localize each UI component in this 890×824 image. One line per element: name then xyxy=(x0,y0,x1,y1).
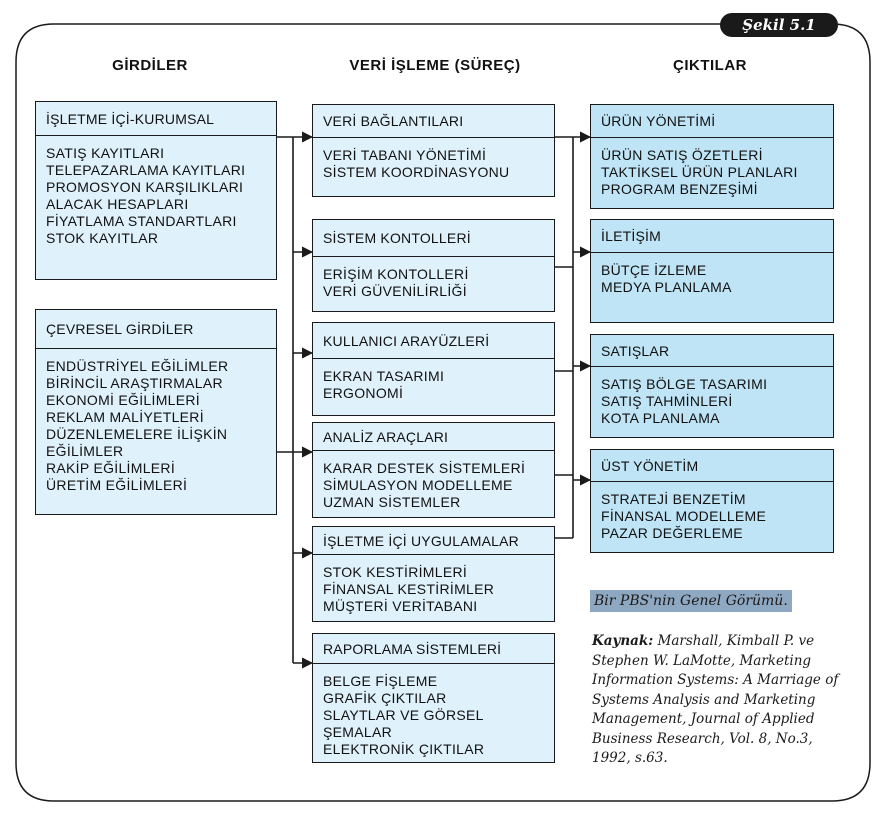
list-item: FİNANSAL MODELLEME xyxy=(601,508,767,524)
list-item: VERİ GÜVENİLİRLİĞİ xyxy=(323,283,467,299)
list-item: SATIŞ TAHMİNLERİ xyxy=(601,393,733,409)
source-line: Stephen W. LaMotte, Marketing xyxy=(592,652,812,669)
process-box-items: ERİŞİM KONTOLLERİ VERİ GÜVENİLİRLİĞİ xyxy=(313,257,554,300)
list-item: ERİŞİM KONTOLLERİ xyxy=(323,266,469,282)
source-line: Systems Analysis and Marketing xyxy=(592,691,816,708)
list-item: STOK KAYITLAR xyxy=(46,230,159,246)
input-box-environmental: ÇEVRESEL GİRDİLER ENDÜSTRİYEL EĞİLİMLER … xyxy=(35,309,277,515)
figure-tag: Şekil 5.1 xyxy=(720,13,838,37)
figure-frame xyxy=(15,23,871,802)
input-box-title: İŞLETME İÇİ-KURUMSAL xyxy=(36,102,276,136)
process-box-items: KARAR DESTEK SİSTEMLERİ SİMULASYON MODEL… xyxy=(313,451,554,511)
source-line: Business Research, Vol. 8, No.3, xyxy=(592,730,813,747)
list-item: VERİ TABANI YÖNETİMİ xyxy=(323,147,487,163)
output-box-title: SATIŞLAR xyxy=(591,335,833,367)
process-box-items: EKRAN TASARIMI ERGONOMİ xyxy=(313,359,554,402)
list-item: BELGE FİŞLEME xyxy=(323,673,438,689)
list-item: UZMAN SİSTEMLER xyxy=(323,494,461,510)
list-item: GRAFİK ÇIKTILAR xyxy=(323,690,447,706)
output-box-title: ÜST YÖNETİM xyxy=(591,450,833,482)
output-box-items: SATIŞ BÖLGE TASARIMI SATIŞ TAHMİNLERİ KO… xyxy=(591,367,833,427)
list-item: TAKTİKSEL ÜRÜN PLANLARI xyxy=(601,164,798,180)
list-item: FİNANSAL KESTİRİMLER xyxy=(323,581,495,597)
process-box-title: RAPORLAMA SİSTEMLERİ xyxy=(313,634,554,664)
list-item: DÜZENLEMELERE İLİŞKİN xyxy=(46,426,228,442)
list-item: ÜRETİM EĞİLİMLERİ xyxy=(46,477,188,493)
input-box-internal: İŞLETME İÇİ-KURUMSAL SATIŞ KAYITLARI TEL… xyxy=(35,101,277,280)
list-item: EKONOMİ EĞİLİMLERİ xyxy=(46,392,200,408)
list-item: BİRİNCİL ARAŞTIRMALAR xyxy=(46,375,223,391)
list-item: MEDYA PLANLAMA xyxy=(601,279,732,295)
list-item: PAZAR DEĞERLEME xyxy=(601,525,743,541)
list-item: KOTA PLANLAMA xyxy=(601,410,720,426)
output-box-top-management: ÜST YÖNETİM STRATEJİ BENZETİM FİNANSAL M… xyxy=(590,449,834,553)
list-item: ELEKTRONİK ÇIKTILAR xyxy=(323,741,485,757)
list-item: STOK KESTİRİMLERİ xyxy=(323,564,468,580)
source-line: Information Systems: A Marriage of xyxy=(592,672,839,688)
list-item: SATIŞ KAYITLARI xyxy=(46,145,165,161)
inputs-column-heading: GİRDİLER xyxy=(112,57,188,74)
output-box-title: İLETİŞİM xyxy=(591,220,833,253)
process-box-reporting-systems: RAPORLAMA SİSTEMLERİ BELGE FİŞLEME GRAFİ… xyxy=(312,633,555,763)
list-item: REKLAM MALİYETLERİ xyxy=(46,409,204,425)
list-item: TELEPAZARLAMA KAYITLARI xyxy=(46,162,246,178)
process-box-title: ANALİZ ARAÇLARI xyxy=(313,423,554,451)
process-box-title: KULLANICI ARAYÜZLERİ xyxy=(313,323,554,359)
process-box-analysis-tools: ANALİZ ARAÇLARI KARAR DESTEK SİSTEMLERİ … xyxy=(312,422,555,518)
source-line: 1992, s.63. xyxy=(592,750,668,766)
output-box-communication: İLETİŞİM BÜTÇE İZLEME MEDYA PLANLAMA xyxy=(590,219,834,323)
process-box-system-controls: SİSTEM KONTOLLERİ ERİŞİM KONTOLLERİ VERİ… xyxy=(312,219,555,312)
list-item: ERGONOMİ xyxy=(323,385,404,401)
outputs-column-heading: ÇIKTILAR xyxy=(673,57,747,74)
output-box-sales: SATIŞLAR SATIŞ BÖLGE TASARIMI SATIŞ TAHM… xyxy=(590,334,834,438)
list-item: SATIŞ BÖLGE TASARIMI xyxy=(601,376,768,392)
process-box-data-links: VERİ BAĞLANTILARI VERİ TABANI YÖNETİMİ S… xyxy=(312,104,555,197)
list-item: KARAR DESTEK SİSTEMLERİ xyxy=(323,460,526,476)
list-item: PROMOSYON KARŞILIKLARI xyxy=(46,179,244,195)
process-box-internal-applications: İŞLETME İÇİ UYGULAMALAR STOK KESTİRİMLER… xyxy=(312,526,555,622)
list-item: EĞİLİMLER xyxy=(46,443,124,459)
output-box-items: ÜRÜN SATIŞ ÖZETLERİ TAKTİKSEL ÜRÜN PLANL… xyxy=(591,138,833,198)
list-item: SİSTEM KOORDİNASYONU xyxy=(323,164,510,180)
process-box-items: STOK KESTİRİMLERİ FİNANSAL KESTİRİMLER M… xyxy=(313,555,554,615)
list-item: PROGRAM BENZEŞİMİ xyxy=(601,181,758,197)
list-item: FİYATLAMA STANDARTLARI xyxy=(46,213,237,229)
list-item: BÜTÇE İZLEME xyxy=(601,262,707,278)
output-box-items: BÜTÇE İZLEME MEDYA PLANLAMA xyxy=(591,253,833,296)
list-item: STRATEJİ BENZETİM xyxy=(601,491,746,507)
output-box-title: ÜRÜN YÖNETİMİ xyxy=(591,105,833,138)
process-box-items: BELGE FİŞLEME GRAFİK ÇIKTILAR SLAYTLAR V… xyxy=(313,664,554,758)
list-item: SİMULASYON MODELLEME xyxy=(323,477,513,493)
process-box-title: İŞLETME İÇİ UYGULAMALAR xyxy=(313,527,554,555)
list-item: SLAYTLAR VE GÖRSEL xyxy=(323,707,484,723)
list-item: ENDÜSTRİYEL EĞİLİMLER xyxy=(46,358,229,374)
process-box-user-interfaces: KULLANICI ARAYÜZLERİ EKRAN TASARIMI ERGO… xyxy=(312,322,555,416)
process-box-items: VERİ TABANI YÖNETİMİ SİSTEM KOORDİNASYON… xyxy=(313,138,554,181)
list-item: MÜŞTERİ VERİTABANI xyxy=(323,598,478,614)
process-column-heading: VERİ İŞLEME (SÜREÇ) xyxy=(349,57,521,74)
list-item: EKRAN TASARIMI xyxy=(323,368,445,384)
input-box-title: ÇEVRESEL GİRDİLER xyxy=(36,310,276,349)
source-line: Marshall, Kimball P. ve xyxy=(657,633,815,649)
list-item: RAKİP EĞİLİMLERİ xyxy=(46,460,176,476)
list-item: ŞEMALAR xyxy=(323,724,393,740)
output-box-items: STRATEJİ BENZETİM FİNANSAL MODELLEME PAZ… xyxy=(591,482,833,542)
process-box-title: VERİ BAĞLANTILARI xyxy=(313,105,554,138)
list-item: ÜRÜN SATIŞ ÖZETLERİ xyxy=(601,147,763,163)
list-item: ALACAK HESAPLARI xyxy=(46,196,189,212)
source-line: Management, Journal of Applied xyxy=(592,711,815,727)
input-box-items: ENDÜSTRİYEL EĞİLİMLER BİRİNCİL ARAŞTIRMA… xyxy=(36,349,276,494)
output-box-product-management: ÜRÜN YÖNETİMİ ÜRÜN SATIŞ ÖZETLERİ TAKTİK… xyxy=(590,104,834,209)
source-citation: Kaynak: Marshall, Kimball P. ve Stephen … xyxy=(592,632,867,769)
source-label: Kaynak: xyxy=(592,633,654,649)
input-box-items: SATIŞ KAYITLARI TELEPAZARLAMA KAYITLARI … xyxy=(36,136,276,247)
process-box-title: SİSTEM KONTOLLERİ xyxy=(313,220,554,257)
figure-caption: Bir PBS'nin Genel Görümü. xyxy=(590,590,792,612)
